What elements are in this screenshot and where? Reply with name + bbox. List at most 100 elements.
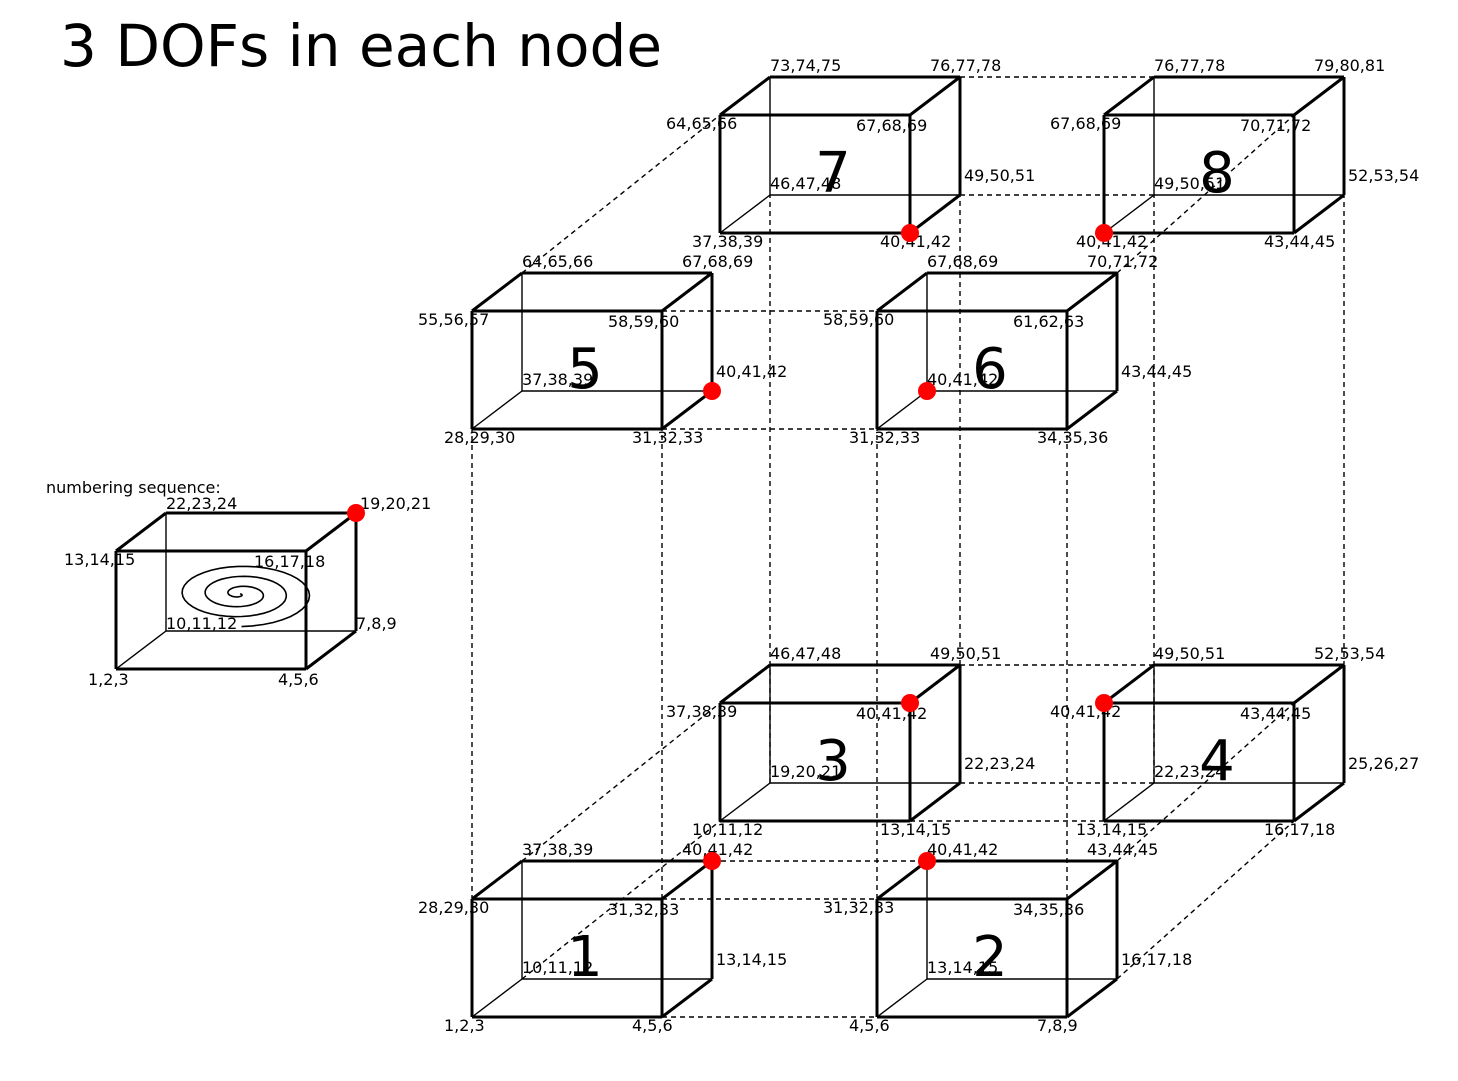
node-dof-label: 37,38,39 [522, 840, 593, 859]
cube-edge [661, 859, 713, 901]
node-dof-label: 43,44,45 [1264, 232, 1335, 251]
node-dof-label: 76,77,78 [1154, 56, 1225, 75]
node-dof-label: 58,59,60 [823, 310, 894, 329]
cube-hidden-edge [719, 194, 771, 234]
node-dof-label: 16,17,18 [1264, 820, 1335, 839]
shared-node-marker [918, 852, 936, 870]
node-dof-label: 49,50,51 [1154, 174, 1225, 193]
node-dof-label: 13,14,15 [927, 958, 998, 977]
element-number: 5 [567, 337, 603, 402]
node-dof-label: 4,5,6 [849, 1016, 890, 1035]
element-cube-3: 10,11,12 13,14,15 22,23,24 19,20,21 37,38,39… [666, 644, 1035, 839]
cube-edge [305, 629, 357, 671]
connection-line [521, 702, 721, 862]
node-dof-label: 46,47,48 [770, 174, 841, 193]
cube-edge [719, 663, 771, 705]
node-dof-label: 64,65,66 [522, 252, 593, 271]
sequence-end-marker [347, 504, 365, 522]
node-dof-label: 49,50,51 [1154, 644, 1225, 663]
shared-node-marker [1095, 224, 1113, 242]
node-dof-label: 64,65,66 [666, 114, 737, 133]
node-dof-label: 10,11,12 [522, 958, 593, 977]
node-dof-label: 37,38,39 [692, 232, 763, 251]
node-dof-label: 67,68,69 [856, 116, 927, 135]
node-dof-label: 70,71,72 [1240, 116, 1311, 135]
cube-hidden-edge [1103, 782, 1155, 822]
node-dof-label: 58,59,60 [608, 312, 679, 331]
element-number: 7 [815, 141, 851, 206]
cube-edge [1293, 193, 1345, 235]
node-dof-label: 40,41,42 [682, 840, 753, 859]
node-dof-label: 1,2,3 [444, 1016, 485, 1035]
node-dof-label: 40,41,42 [927, 840, 998, 859]
node-dof-label: 31,32,33 [608, 900, 679, 919]
node-dof-label: 4,5,6 [632, 1016, 673, 1035]
cube-edge [305, 511, 357, 553]
cube-edge [909, 781, 961, 823]
cube-hidden-edge [876, 390, 928, 430]
node-dof-label: 22,23,24 [964, 754, 1035, 773]
cube-hidden-edge [1103, 194, 1155, 234]
node-dof-label: 67,68,69 [682, 252, 753, 271]
node-dof-label: 13,14,15 [716, 950, 787, 969]
node-dof-label: 16,17,18 [254, 552, 325, 571]
node-dof-label: 19,20,21 [770, 762, 841, 781]
node-dof-label: 7,8,9 [356, 614, 397, 633]
cube-edge [909, 75, 961, 117]
node-dof-label: 10,11,12 [692, 820, 763, 839]
node-dof-label: 61,62,63 [1013, 312, 1084, 331]
shared-node-marker [901, 224, 919, 242]
node-dof-label: 79,80,81 [1314, 56, 1385, 75]
node-dof-label: 37,38,39 [522, 370, 593, 389]
connection-line [521, 114, 721, 274]
connection-line [1116, 702, 1295, 862]
node-dof-label: 43,44,45 [1087, 840, 1158, 859]
element-cube-8: 40,41,42 43,44,45 52,53,54 49,50,51 67,68,69… [1050, 56, 1419, 251]
cube-edge [909, 193, 961, 235]
node-dof-label: 7,8,9 [1037, 1016, 1078, 1035]
cube-edge [876, 271, 928, 313]
node-dof-label: 37,38,39 [666, 702, 737, 721]
node-dof-label: 13,14,15 [880, 820, 951, 839]
cube-edge [1293, 781, 1345, 823]
element-cube-7: 37,38,39 40,41,42 49,50,51 46,47,48 64,65,66… [666, 56, 1035, 251]
cube-edge [471, 271, 523, 313]
connection-line [1116, 820, 1295, 980]
cube-edge [1103, 75, 1155, 117]
node-dof-label: 55,56,57 [418, 310, 489, 329]
element-number: 3 [815, 729, 851, 794]
node-dof-label: 40,41,42 [716, 362, 787, 381]
node-dof-label: 16,17,18 [1121, 950, 1192, 969]
cube-hidden-edge [719, 782, 771, 822]
cube-hidden-edge [115, 630, 167, 670]
shared-node-marker [918, 382, 936, 400]
element-cube-1: 1,2,3 4,5,6 13,14,15 10,11,12 28,29,30 31,32,… [418, 840, 787, 1035]
node-dof-label: 31,32,33 [632, 428, 703, 447]
node-dof-label: 73,74,75 [770, 56, 841, 75]
node-dof-label: 52,53,54 [1348, 166, 1419, 185]
node-dof-label: 67,68,69 [927, 252, 998, 271]
node-dof-label: 67,68,69 [1050, 114, 1121, 133]
cube-edge [1293, 75, 1345, 117]
node-dof-label: 40,41,42 [1076, 232, 1147, 251]
cube-edge [719, 75, 771, 117]
cube-edge [1066, 389, 1118, 431]
cube-edge [1066, 271, 1118, 313]
node-dof-label: 40,41,42 [880, 232, 951, 251]
node-dof-label: 28,29,30 [418, 898, 489, 917]
node-dof-label: 4,5,6 [278, 670, 319, 689]
node-dof-label: 49,50,51 [964, 166, 1035, 185]
connection-line [1116, 114, 1295, 274]
node-dof-label: 34,35,36 [1037, 428, 1108, 447]
page-title: 3 DOFs in each node [60, 12, 663, 80]
node-dof-label: 13,14,15 [1076, 820, 1147, 839]
node-dof-label: 49,50,51 [930, 644, 1001, 663]
cube-edge [661, 389, 713, 431]
element-number: 2 [972, 925, 1008, 990]
